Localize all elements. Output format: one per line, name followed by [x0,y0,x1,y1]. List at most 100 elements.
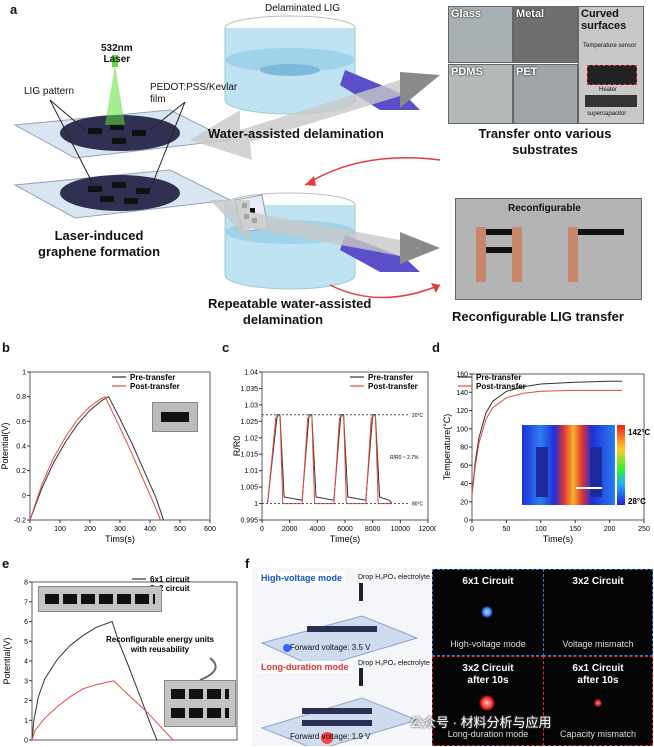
chart-d-xtick-label: 50 [503,526,511,533]
chart-b-xtick-label: 200 [84,526,96,533]
panel-label-b: b [2,340,10,355]
laser-graphene-label: Laser-induced graphene formation [38,228,161,259]
chart-d-series-0-line [471,380,622,495]
chart-e-legend-0: 6x1 circuit [150,575,190,584]
chart-d-xtick-label: 0 [470,526,474,533]
chart-b-xtick-label: 500 [174,526,186,533]
chart-c-xtick-label: 4000 [310,526,326,533]
chart-c-ytick-label: 1.005 [240,485,258,492]
f-panel-3x2: 3x2 Circuit Voltage mismatch [543,569,653,656]
chart-c-xtick-label: 6000 [337,526,353,533]
chart-c-ytick-label: 1.01 [244,468,258,475]
chart-d-colorbar [617,425,625,505]
pedot-label: PEDOT:PSS/Kevlar film [150,82,238,105]
chart-d-ytick-label: 40 [460,481,468,488]
chart-b-ytick-label: 1 [22,370,26,377]
chart-d-xlabel: Time(s) [543,534,573,544]
photo-glass: Glass [448,6,513,63]
chart-e-legend-1: 3x2 circuit [150,584,190,593]
chart-b-frame [29,371,211,521]
photo-curved-surfaces: Curved surfaces Temperature sensor Heate… [578,6,644,124]
watermark: 公众号 · 材料分析与应用 [410,715,552,730]
chart-d-series-1-line [471,389,622,495]
chart-d-ytick-label: 20 [460,499,468,506]
chart-e-ylabel: Potential(V) [2,637,12,684]
chart-b-inset-photo [152,402,198,432]
chart-b-ylabel: Potential(V) [0,422,10,469]
chart-e-ytick-label: 5 [24,639,28,646]
chart-c-ytick-label: 1.015 [240,452,258,459]
chart-b-legend-0: Pre-transfer [130,373,175,382]
chart-c-xtick-label: 0 [260,526,264,533]
chart-c-xtick-label: 10000 [391,526,411,533]
f-panel-6x1-after: 6x1 Circuit after 10s Capacity mismatch [543,656,653,746]
long-duration-mode-label: Long-duration mode [258,661,352,673]
chart-d-xtick-label: 100 [535,526,547,533]
panel-label-f: f [245,556,250,571]
chart-e-series-1-line [31,680,174,741]
high-voltage-mode-label: High-voltage mode [258,572,346,584]
repeat-delamination-label: Repeatable water-assisted delamination [208,296,372,327]
chart-c-ylabel: R/R0 [232,436,242,457]
chart-e-arrow [199,657,217,681]
chart-d-xtick-label: 250 [638,526,650,533]
chart-e-ytick-label: 8 [24,580,28,587]
panel-label-e: e [2,556,10,571]
panel-label-c: c [222,340,230,355]
chart-b-ytick-label: 0.6 [16,419,26,426]
water-delamination-label: Water-assisted delamination [208,126,384,141]
chart-d-legend-0: Pre-transfer [476,373,521,382]
chart-c-series-0-line [267,414,393,504]
chart-b-ytick-label: 0 [22,493,26,500]
chart-e-ytick-label: 3 [24,678,28,685]
chart-d-inset-min: 28°C [628,497,646,506]
chart-c-annotation-80c: 80°C [412,502,424,508]
chart-b-ytick-label: -0.2 [14,518,26,525]
chart-e-annotation: Reconfigurable energy units [106,635,215,644]
f-panel-3x2-after: 3x2 Circuit after 10s Long-duration mode [432,656,544,746]
lig-pattern-label: LIG pattern [24,86,75,97]
panel-label-a: a [10,2,18,17]
chart-c-xtick-label: 2000 [282,526,298,533]
chart-e-ytick-label: 7 [24,599,28,606]
f-panel-6x1: 6x1 Circuit High-voltage mode [432,569,544,656]
chart-b-legend-1: Post-transfer [130,382,180,391]
laser-label: 532nm Laser [101,43,133,65]
chart-c-annotation-20c: 20°C [412,413,424,419]
chart-d-ylabel: Temperature(°C) [442,414,452,481]
chart-c-ytick-label: 1.02 [244,435,258,442]
chart-d-xtick-label: 200 [604,526,616,533]
chart-d-ytick-label: 60 [460,463,468,470]
chart-e-inset-3x2 [164,680,236,727]
delaminated-lig-label: Delaminated LIG [265,3,341,14]
chart-d-xtick-label: 150 [569,526,581,533]
chart-b-xtick-label: 400 [144,526,156,533]
chart-e-ytick-label: 2 [24,698,28,705]
chart-c-xtick-label: 12000 [418,526,436,533]
chart-e-ytick-label: 6 [24,619,28,626]
drop-electrolyte-2: Drop H₃PO₄ electrolyte [358,660,430,667]
chart-d-inset-heatmap [522,425,615,505]
chart-b-ytick-label: 0.4 [16,444,26,451]
chart-c-legend-0: Pre-transfer [368,373,413,382]
chart-c-xlabel: Time(s) [330,534,360,544]
chart-e-annotation: with reusability [130,645,190,654]
photo-metal: Metal [513,6,578,63]
chart-c-ytick-label: 1.035 [240,386,258,393]
panel-f-schematic [260,583,419,746]
chart-e-ytick-label: 4 [24,659,28,666]
chart-b-ytick-label: 0.8 [16,394,26,401]
chart-c-ytick-label: 0.995 [240,518,258,525]
panel-label-d: d [432,340,440,355]
chart-c-series-1-line [267,413,392,505]
chart-e-ytick-label: 0 [24,738,28,745]
panel-a-illustration [13,15,441,299]
chart-e-ytick-label: 1 [24,718,28,725]
chart-e-series-0-line [31,620,158,741]
chart-d-ytick-label: 120 [456,408,468,415]
chart-b-series-1-line [29,396,161,521]
photo-pdms: PDMS [448,64,513,124]
